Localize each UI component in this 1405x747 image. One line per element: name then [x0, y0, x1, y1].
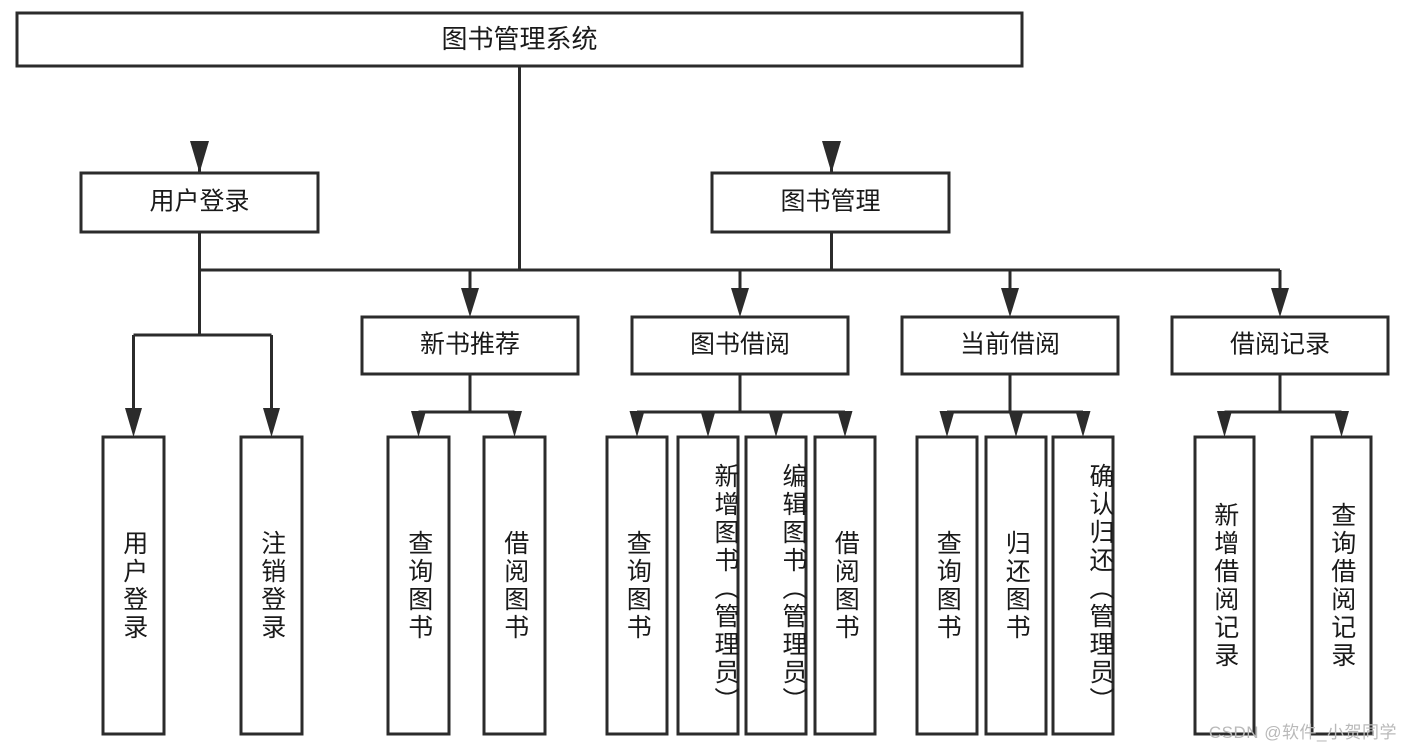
node-user-login-box[interactable] [79, 171, 320, 234]
leaf-box-query-book-current[interactable] [915, 435, 979, 736]
node-borrow-records[interactable]: 借阅记录 [1170, 315, 1390, 376]
node-book-management-label: 图书管理 [780, 188, 880, 216]
arrowhead-leaf-query-newbook [411, 411, 426, 437]
node-new-book-recommend-label: 新书推荐 [420, 331, 520, 359]
arrowhead-to-userlogin [190, 141, 209, 173]
leaf-box-return-book[interactable] [984, 435, 1048, 736]
node-root-label: 图书管理系统 [441, 24, 597, 54]
node-borrow-records-box[interactable] [1170, 315, 1390, 376]
node-user-login-label: 用户登录 [149, 188, 249, 216]
leaf-box-confirm-return-admin[interactable] [1051, 435, 1115, 736]
arrowhead-leaf-addrecord [1217, 411, 1232, 437]
node-new-book-recommend-box[interactable] [360, 315, 580, 376]
connector-layer [125, 66, 1349, 437]
arrowhead-leaf-addbook [700, 411, 716, 437]
node-new-book-recommend[interactable]: 新书推荐 [360, 315, 580, 376]
csdn-watermark: CSDN @软件_小贺同学 [1208, 723, 1397, 742]
leaf-box-borrow-book-newbook[interactable] [482, 435, 547, 736]
node-book-management-box[interactable] [710, 171, 951, 234]
arrowhead-leaf-borrow-newbook [507, 411, 522, 437]
node-layer: 图书管理系统 用户登录 图书管理 新书推荐 图书借阅 当前 [15, 11, 1390, 736]
arrowhead-to-current [1001, 288, 1019, 317]
arrowhead-leaf-return [1008, 411, 1024, 437]
arrowhead-leaf-logout [263, 408, 280, 437]
node-current-borrow-label: 当前借阅 [960, 331, 1060, 359]
arrowhead-to-borrow [731, 288, 749, 317]
arrowhead-to-bookmgmt [822, 141, 841, 173]
node-user-login[interactable]: 用户登录 [79, 171, 320, 234]
node-book-borrow-box[interactable] [630, 315, 850, 376]
node-book-management[interactable]: 图书管理 [710, 171, 951, 234]
leaf-box-edit-book-admin[interactable] [744, 435, 808, 736]
leaf-box-query-borrow-record[interactable] [1310, 435, 1373, 736]
node-root-box[interactable] [15, 11, 1024, 68]
node-current-borrow[interactable]: 当前借阅 [900, 315, 1120, 376]
node-book-borrow[interactable]: 图书借阅 [630, 315, 850, 376]
node-borrow-records-label: 借阅记录 [1230, 331, 1330, 359]
arrowhead-to-newbook [461, 288, 479, 317]
node-book-borrow-label: 图书借阅 [690, 331, 790, 359]
arrowhead-leaf-queryrecord [1334, 411, 1349, 437]
arrowhead-to-records [1271, 288, 1289, 317]
leaf-box-query-book-newbook[interactable] [386, 435, 451, 736]
node-current-borrow-box[interactable] [900, 315, 1120, 376]
arrowhead-leaf-editbook [768, 411, 784, 437]
arrowhead-leaf-userlogin [125, 408, 142, 437]
leaf-box-query-book-borrow[interactable] [605, 435, 669, 736]
arrowhead-leaf-query-borrow [629, 411, 645, 437]
arrowhead-leaf-confirm-return [1075, 411, 1091, 437]
arrowhead-leaf-borrowbook [837, 411, 853, 437]
leaf-box-add-borrow-record[interactable] [1193, 435, 1256, 736]
leaf-box-logout[interactable] [239, 435, 304, 736]
leaf-box-user-login[interactable] [101, 435, 166, 736]
node-root[interactable]: 图书管理系统 [15, 11, 1024, 68]
arrowhead-leaf-query-current [939, 411, 955, 437]
leaf-box-add-book-admin[interactable] [676, 435, 740, 736]
leaf-box-borrow-book[interactable] [813, 435, 877, 736]
